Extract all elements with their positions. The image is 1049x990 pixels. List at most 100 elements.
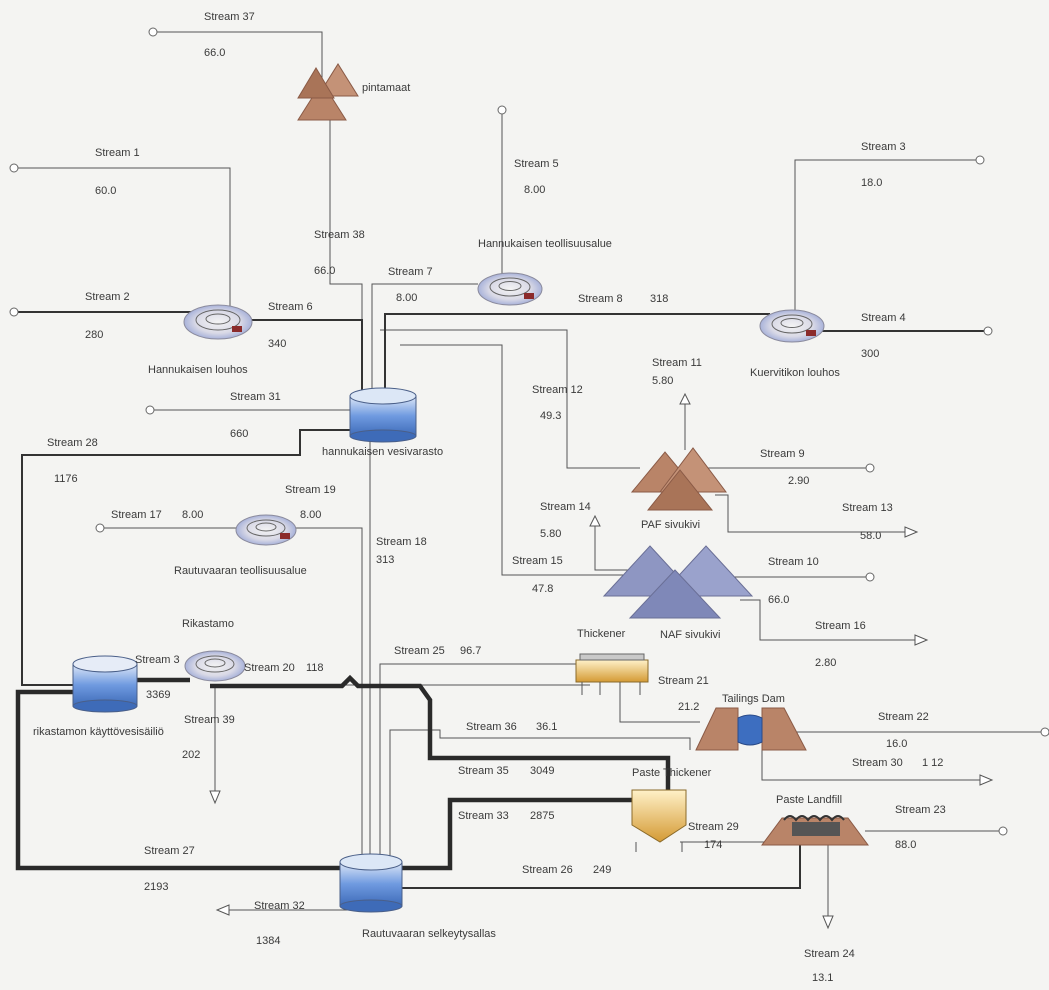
stream-1-source[interactable] (9, 163, 19, 173)
stream-4-name: Stream 4 (861, 312, 906, 324)
paf-sivukivi-unit[interactable] (630, 447, 727, 511)
stream-8-line[interactable] (384, 313, 770, 400)
rautuvaaran-teollisuusalue-unit[interactable] (235, 514, 297, 546)
stream-38-name: Stream 38 (314, 229, 365, 241)
stream-1-line[interactable] (14, 167, 231, 310)
stream-22-source[interactable] (1040, 727, 1049, 737)
stream-22-value: 16.0 (886, 738, 907, 750)
stream-3-source[interactable] (975, 155, 985, 165)
paste-thickener-unit[interactable] (631, 789, 687, 852)
stream-14-value: 5.80 (540, 528, 561, 540)
naf-sivukivi-unit[interactable] (602, 545, 754, 619)
stream-4-value: 300 (861, 348, 879, 360)
stream-7-name: Stream 7 (388, 266, 433, 278)
hannukaisen-teollisuusalue-unit[interactable] (477, 272, 543, 306)
stream-11-name: Stream 11 (652, 357, 702, 369)
pintamaat-unit[interactable] (297, 63, 359, 121)
stream-9-name: Stream 9 (760, 448, 805, 460)
stream-7-value: 8.00 (396, 292, 417, 304)
thickener-unit[interactable] (575, 653, 649, 695)
stream-31-name: Stream 31 (230, 391, 281, 403)
stream-11-arrow (679, 392, 691, 405)
stream-7-line[interactable] (371, 283, 478, 400)
hannukaisen-louhos-label: Hannukaisen louhos (148, 364, 248, 376)
paste-landfill-unit[interactable] (761, 815, 869, 846)
stream-23-source[interactable] (998, 826, 1008, 836)
stream-14-arrow (589, 514, 601, 527)
stream-17-source[interactable] (95, 523, 105, 533)
stream-21-line[interactable] (619, 690, 700, 723)
stream-5-source[interactable] (497, 105, 507, 115)
stream-12-line[interactable] (380, 329, 640, 469)
kuervitikon-louhos-unit[interactable] (759, 309, 825, 343)
hannukaisen-vesivarasto-unit[interactable] (349, 387, 417, 443)
stream-29-value: 174 (704, 839, 722, 851)
rikastamo-unit[interactable] (184, 650, 246, 682)
stream-33-name: Stream 33 (458, 810, 509, 822)
stream-10-value: 66.0 (768, 594, 789, 606)
stream-16-name: Stream 16 (815, 620, 866, 632)
feed-lines (9, 27, 1049, 930)
paste-landfill-label: Paste Landfill (776, 794, 842, 806)
stream-27-line[interactable] (15, 689, 355, 871)
stream-15-name: Stream 15 (512, 555, 563, 567)
paste-thickener-label: Paste Thickener (632, 767, 712, 779)
stream-30-line[interactable] (761, 745, 980, 781)
stream-25-value: 96.7 (460, 645, 481, 657)
stream-17-name: Stream 17 (111, 509, 162, 521)
rautuvaaran-teollisuusalue-label: Rautuvaaran teollisuusalue (174, 565, 307, 577)
stream-39-name: Stream 39 (184, 714, 235, 726)
stream-11-value: 5.80 (652, 375, 673, 387)
rikastamon-kayttovesisailio-label: rikastamon käyttövesisäiliö (33, 726, 164, 738)
stream-33-line[interactable] (400, 797, 635, 871)
stream-39-value: 202 (182, 749, 200, 761)
stream-20-value: 118 (306, 662, 324, 674)
stream-12-name: Stream 12 (532, 384, 583, 396)
tailings-dam-unit[interactable] (695, 707, 807, 751)
stream-3x-value: 3369 (146, 689, 170, 701)
stream-19-line[interactable] (292, 527, 363, 870)
stream-30-value: 1 12 (922, 757, 943, 769)
stream-5-name: Stream 5 (514, 158, 559, 170)
stream-30-name: Stream 30 (852, 757, 903, 769)
stream-2-source[interactable] (9, 307, 19, 317)
stream-31-source[interactable] (145, 405, 155, 415)
stream-35-value: 3049 (530, 765, 554, 777)
stream-28-line[interactable] (21, 429, 355, 686)
stream-21-name: Stream 21 (658, 675, 709, 687)
paf-sivukivi-label: PAF sivukivi (641, 519, 700, 531)
stream-26-name: Stream 26 (522, 864, 573, 876)
stream-38-value: 66.0 (314, 265, 335, 277)
stream-37-source[interactable] (148, 27, 158, 37)
stream-21-value: 21.2 (678, 701, 699, 713)
stream-38-line[interactable] (329, 120, 363, 400)
stream-16-line[interactable] (740, 599, 915, 641)
stream-35-line[interactable] (210, 674, 671, 790)
stream-24-arrow (822, 915, 834, 930)
stream-19-name: Stream 19 (285, 484, 336, 496)
pintamaat-label: pintamaat (362, 82, 410, 94)
stream-4-source[interactable] (983, 326, 993, 336)
hannukaisen-louhos-unit[interactable] (183, 304, 253, 340)
stream-3-line[interactable] (794, 159, 980, 312)
stream-9-source[interactable] (865, 463, 875, 473)
stream-29-name: Stream 29 (688, 821, 739, 833)
stream-30-arrow (979, 774, 994, 786)
stream-13-line[interactable] (715, 494, 905, 533)
rautuvaaran-selkeytysallas-label: Rautuvaaran selkeytysallas (362, 928, 496, 940)
stream-32-name: Stream 32 (254, 900, 305, 912)
stream-6-line[interactable] (240, 319, 363, 400)
rautuvaaran-selkeytysallas-unit[interactable] (339, 853, 403, 913)
stream-37-line[interactable] (153, 31, 323, 85)
stream-15-line[interactable] (400, 344, 640, 576)
rikastamo-label: Rikastamo (182, 618, 234, 630)
stream-36-line[interactable] (389, 729, 691, 860)
stream-2-name: Stream 2 (85, 291, 130, 303)
stream-2-value: 280 (85, 329, 103, 341)
stream-25-line[interactable] (379, 663, 590, 870)
stream-18-name: Stream 18 (376, 536, 427, 548)
stream-10-source[interactable] (865, 572, 875, 582)
hannukaisen-teollisuusalue-label: Hannukaisen teollisuusalue (478, 238, 612, 250)
rikastamon-kayttovesisailio-unit[interactable] (72, 655, 138, 713)
